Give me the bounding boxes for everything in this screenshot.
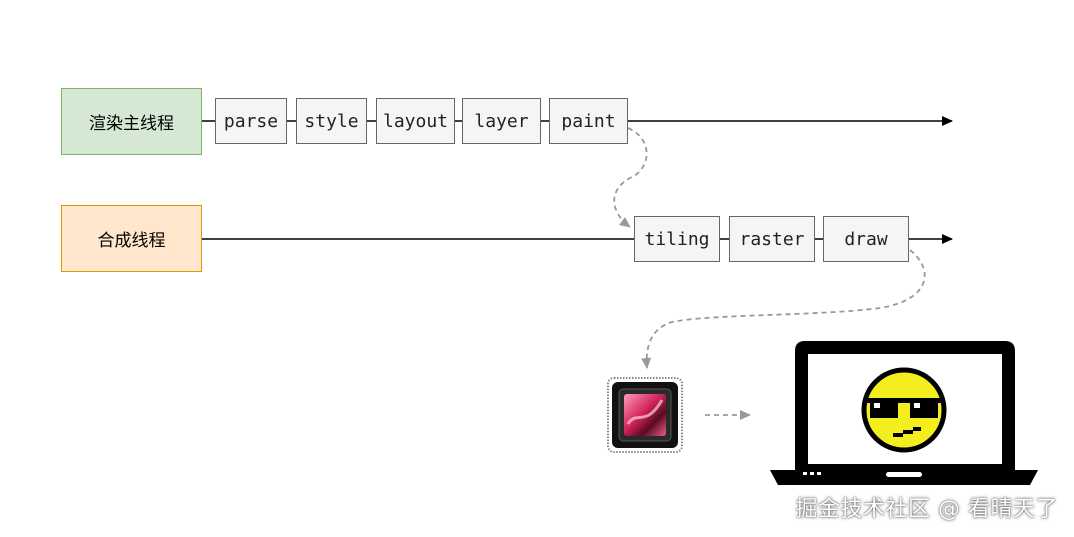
compositor-thread-label: 合成线程	[61, 205, 202, 272]
step-layout: layout	[376, 98, 455, 144]
step-style: style	[296, 98, 367, 144]
step-draw: draw	[823, 216, 909, 262]
gpu-chip-icon	[607, 377, 683, 453]
sunglasses-smiley-icon	[861, 367, 947, 453]
step-paint: paint	[549, 98, 628, 144]
step-parse: parse	[215, 98, 287, 144]
watermark: 掘金技术社区 @ 看晴天了	[795, 497, 1058, 522]
step-tiling: tiling	[634, 216, 720, 262]
paint-to-tiling-arrow	[613, 127, 648, 228]
main-thread-label: 渲染主线程	[61, 88, 202, 155]
step-layer: layer	[462, 98, 541, 144]
step-raster: raster	[729, 216, 815, 262]
draw-to-gpu-arrow	[641, 249, 926, 369]
